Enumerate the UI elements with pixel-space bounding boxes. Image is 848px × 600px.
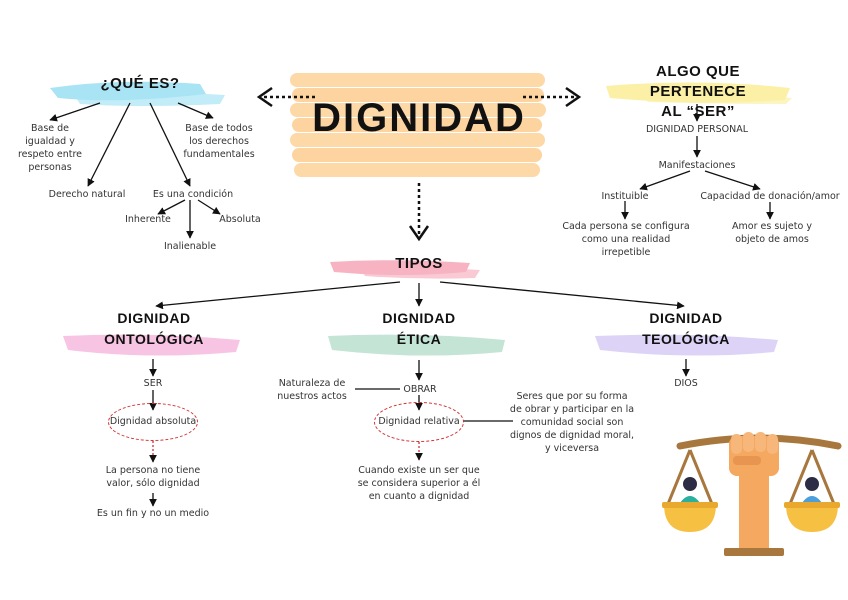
etica-heading: DIGNIDAD ÉTICA <box>382 310 456 347</box>
double-arrow-left-icon <box>256 86 315 108</box>
instituible-text: Instituible <box>601 191 649 202</box>
justice-scale-icon <box>662 432 842 556</box>
ontologica-heading: DIGNIDAD ONTOLÓGICA <box>104 310 204 347</box>
dignidad-relativa-text: Dignidad relativa <box>378 416 460 427</box>
que-es-highlight <box>50 81 225 106</box>
etica-highlight <box>328 334 505 356</box>
algo-connectors <box>621 104 774 220</box>
cuando-text: Cuando existe un ser que se considera su… <box>357 465 481 502</box>
inherente-text: Inherente <box>125 214 171 225</box>
base-derechos-text: Base de todos los derechos fundamentales <box>183 123 255 160</box>
base-igualdad-text: Base de igualdad y respeto entre persona… <box>17 123 83 173</box>
condicion-text: Es una condición <box>152 189 234 200</box>
algo-highlight <box>606 82 792 104</box>
capacidad-text: Capacidad de donación/amor <box>700 191 840 202</box>
main-title: DIGNIDAD <box>312 96 526 140</box>
arrow-down-icon <box>408 183 430 242</box>
dios-text: DIOS <box>674 378 698 389</box>
teologica-heading: DIGNIDAD TEOLÓGICA <box>642 310 730 347</box>
manifestaciones-text: Manifestaciones <box>658 160 736 171</box>
inalienable-text: Inalienable <box>163 241 217 252</box>
tipos-highlight <box>330 260 480 279</box>
fin-medio-text: Es un fin y no un medio <box>96 508 210 519</box>
teologica-highlight <box>595 334 778 356</box>
double-arrow-right-icon <box>523 86 582 108</box>
absoluta-text: Absoluta <box>219 214 261 225</box>
dignidad-personal-text: DIGNIDAD PERSONAL <box>645 124 749 135</box>
amor-text: Amor es sujeto y objeto de amos <box>732 221 812 245</box>
tipos-connectors <box>155 281 685 310</box>
algo-heading: ALGO QUE PERTENECE AL “SER” <box>649 63 747 120</box>
cada-persona-text: Cada persona se configura como una reali… <box>562 221 690 258</box>
dignidad-relativa-oval <box>374 402 464 442</box>
ser-text: SER <box>143 378 163 389</box>
derecho-natural-text: Derecho natural <box>48 189 126 200</box>
naturaleza-text: Naturaleza de nuestros actos <box>277 378 347 402</box>
ontologica-desc-text: La persona no tiene valor, sólo dignidad <box>105 465 201 489</box>
dignidad-absoluta-text: Dignidad absoluta <box>109 416 197 427</box>
que-es-heading: ¿QUÉ ES? <box>100 75 180 92</box>
obrar-text: OBRAR <box>403 384 437 395</box>
ontologica-highlight <box>63 334 240 356</box>
tipos-heading: TIPOS <box>395 255 443 272</box>
dignidad-absoluta-oval <box>108 403 198 441</box>
que-es-connectors <box>49 102 221 239</box>
seres-text: Seres que por su forma de obrar y partic… <box>509 391 635 454</box>
title-highlight <box>290 73 546 177</box>
